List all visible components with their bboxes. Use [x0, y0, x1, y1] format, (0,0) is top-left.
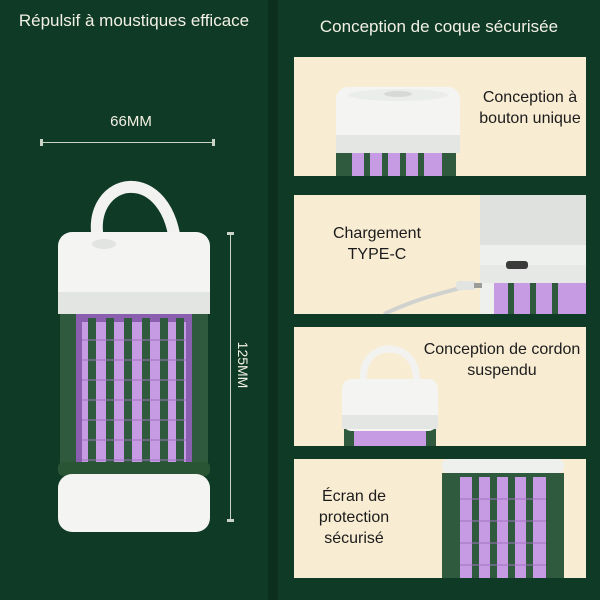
- feature-card-cord: Conception de cordon suspendu: [294, 327, 586, 446]
- feature-card-screen: Écran de protection sécurisé: [294, 459, 586, 578]
- feature-text-charging: Chargement TYPE-C: [332, 225, 422, 263]
- width-dimension-label: 66MM: [110, 113, 152, 130]
- left-title: Répulsif à moustiques efficace: [18, 11, 250, 30]
- button-closeup-image: [336, 87, 460, 176]
- feature-text-cord: Conception de cordon suspendu: [423, 341, 581, 379]
- feature-text-screen: Écran de protection sécurisé: [318, 488, 390, 547]
- mosquito-lamp-image: [58, 180, 210, 532]
- left-panel: Répulsif à moustiques efficace 66MM: [0, 0, 268, 600]
- feature-text-button: Conception à bouton unique: [479, 89, 581, 127]
- charging-port-image: [383, 195, 586, 314]
- hanging-cord-image: [342, 345, 438, 446]
- height-dimension-line: [227, 232, 234, 522]
- width-dimension-line: [40, 139, 215, 146]
- right-title: Conception de coque sécurisée: [319, 17, 559, 36]
- feature-card-charging: Chargement TYPE-C: [294, 195, 586, 314]
- height-dimension-label: 125MM: [235, 341, 251, 389]
- panel-divider: [268, 0, 278, 600]
- right-panel: Conception de coque sécurisée Conception…: [278, 0, 600, 600]
- protection-screen-image: [442, 459, 564, 578]
- feature-card-button: Conception à bouton unique: [294, 57, 586, 176]
